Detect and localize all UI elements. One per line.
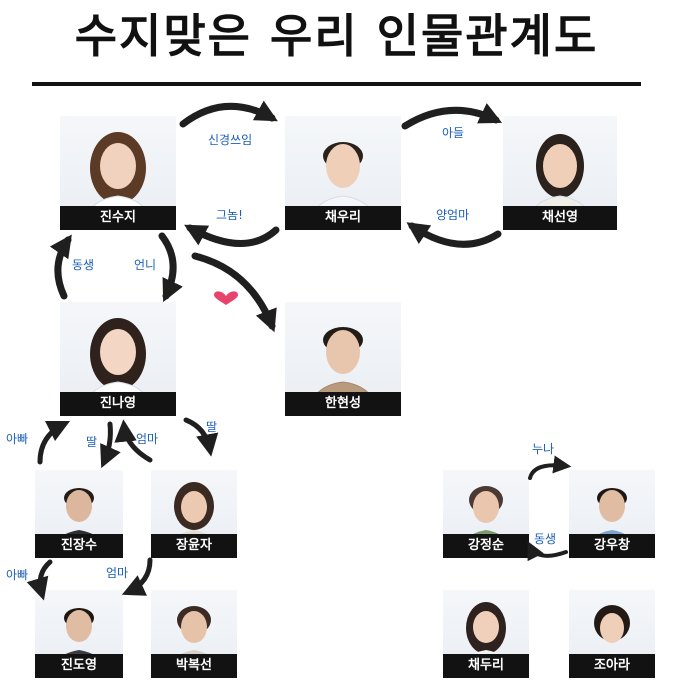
heart-icon	[214, 291, 238, 305]
relation-label: 동생	[72, 258, 95, 272]
relation-label: 딸	[86, 435, 98, 449]
nameplate: 장윤자	[151, 534, 237, 558]
nameplate: 한현성	[285, 392, 401, 416]
arrow-uri-to-suji	[184, 224, 280, 247]
arrow-suji-to-nayoung	[158, 232, 183, 303]
nameplate: 진수지	[60, 206, 176, 230]
arrow-suji-to-hyeonseong	[191, 252, 277, 333]
nameplate: 채우리	[285, 206, 401, 230]
relation-label: 엄마	[106, 566, 129, 580]
relation-label: 그놈!	[216, 208, 243, 222]
card-jin-doyoung: 진도영	[35, 590, 123, 678]
nameplate: 강정순	[443, 534, 529, 558]
card-park-bokseon: 박복선	[151, 590, 237, 678]
nameplate: 조아라	[569, 654, 655, 678]
arrow-suji-to-uri	[179, 100, 278, 128]
card-kang-jeongsun: 강정순	[443, 470, 529, 558]
arrow-jangsu-to-doyoung	[26, 559, 53, 601]
arrow-jeongsun-to-uchang	[528, 455, 572, 480]
nameplate: 진장수	[35, 534, 123, 558]
relation-label: 아들	[442, 126, 465, 140]
relation-label: 아빠	[6, 432, 29, 446]
arrow-yunja-to-nayoung	[114, 419, 153, 463]
relation-label: 동생	[534, 532, 557, 546]
nameplate: 박복선	[151, 654, 237, 678]
relation-label: 언니	[134, 258, 157, 272]
card-chae-seonyoung: 채선영	[503, 116, 617, 230]
card-jin-nayoung: 진나영	[60, 302, 176, 416]
arrow-uri-to-seonyoung	[401, 103, 503, 130]
nameplate: 채선영	[503, 206, 617, 230]
nameplate: 강우창	[569, 534, 655, 558]
relation-label: 신경쓰임	[208, 133, 253, 147]
nameplate: 진나영	[60, 392, 176, 416]
nameplate: 진도영	[35, 654, 123, 678]
page-title: 수지맞은 우리 인물관계도	[74, 9, 599, 63]
arrow-jangsu-to-nayoung	[37, 420, 71, 465]
arrow-seonyoung-to-uri	[406, 222, 502, 248]
arrow-nayoung-to-suji	[49, 234, 72, 300]
card-jin-jangsu: 진장수	[35, 470, 123, 558]
arrow-nayoung-to-yunja	[183, 417, 219, 457]
card-chae-duri: 채두리	[443, 590, 529, 678]
card-jin-suji: 진수지	[60, 116, 176, 230]
card-kang-uchang: 강우창	[569, 470, 655, 558]
card-chae-uri: 채우리	[285, 116, 401, 230]
card-jang-yunja: 장윤자	[151, 470, 237, 558]
arrow-uchang-to-jeongsun	[527, 541, 568, 562]
relation-label: 누나	[532, 442, 555, 456]
title-divider	[32, 82, 641, 86]
relation-label: 엄마	[136, 432, 159, 446]
arrow-yunja-to-doyoung	[121, 557, 153, 596]
relation-label: 아빠	[6, 568, 29, 582]
card-jo-ara: 조아라	[569, 590, 655, 678]
relation-label: 양엄마	[436, 208, 470, 222]
arrow-nayoung-to-jangsu	[100, 421, 121, 469]
card-han-hyeonseong: 한현성	[285, 302, 401, 416]
nameplate: 채두리	[443, 654, 529, 678]
relation-label: 딸	[206, 420, 218, 434]
